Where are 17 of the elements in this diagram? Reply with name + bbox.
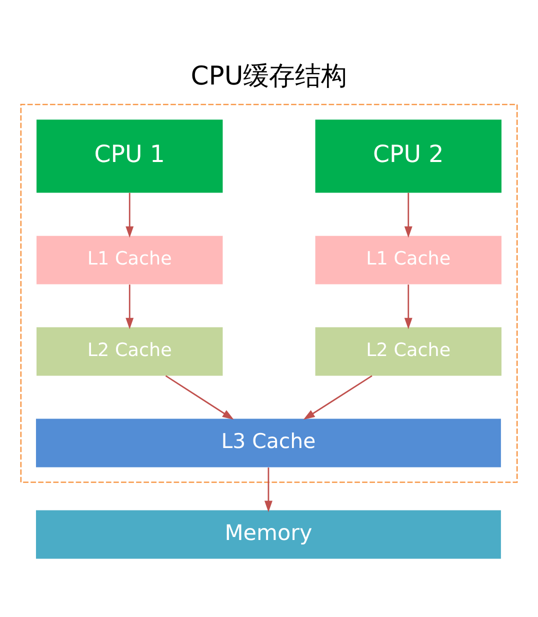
arrow — [165, 374, 234, 420]
node-box: CPU 2 — [315, 119, 502, 192]
node-box: L2 Cache — [36, 326, 223, 376]
diagram-title: CPU缓存结构 — [190, 60, 348, 91]
arrow — [404, 192, 412, 238]
node-box: L1 Cache — [315, 235, 502, 284]
arrow — [303, 374, 372, 420]
node-box: L1 Cache — [36, 235, 223, 284]
node-box: CPU 1 — [36, 119, 223, 192]
arrow — [126, 192, 134, 238]
cluster — [20, 103, 518, 482]
arrow — [404, 284, 412, 329]
arrow — [264, 467, 272, 512]
node-box: L3 Cache — [36, 418, 501, 467]
node-box: L2 Cache — [315, 326, 502, 376]
node-box: Memory — [36, 510, 501, 558]
arrow — [126, 284, 134, 329]
